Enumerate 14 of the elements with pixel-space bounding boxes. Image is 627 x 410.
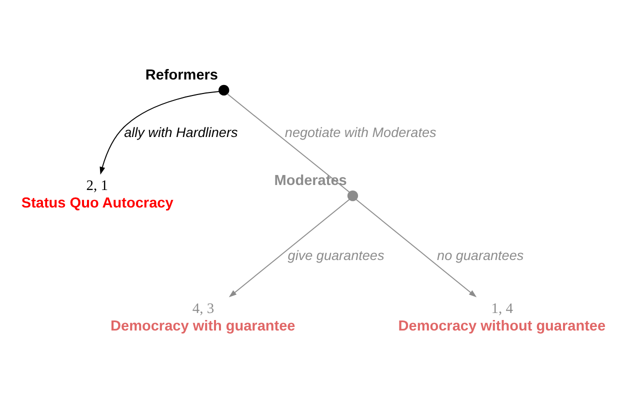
edge-label: no guarantees <box>437 248 524 263</box>
arrow <box>100 91 220 175</box>
node-circle <box>347 190 358 202</box>
node-text: 2, 1 Status Quo Autocracy <box>21 178 174 212</box>
edge-label: give guarantees <box>288 248 384 263</box>
edge-label: ally with Hardliners <box>124 124 238 140</box>
connector <box>226 93 350 192</box>
edge-label: negotiate with Moderates <box>284 124 436 140</box>
node-text: 4, 3 Democracy with guarantee <box>110 301 296 334</box>
node-text: 1, 4 Democracy without guarantee <box>398 301 606 334</box>
arrow <box>228 199 350 298</box>
node-circle <box>218 84 230 96</box>
arrow <box>356 199 477 298</box>
node-label: Reformers <box>145 68 218 84</box>
